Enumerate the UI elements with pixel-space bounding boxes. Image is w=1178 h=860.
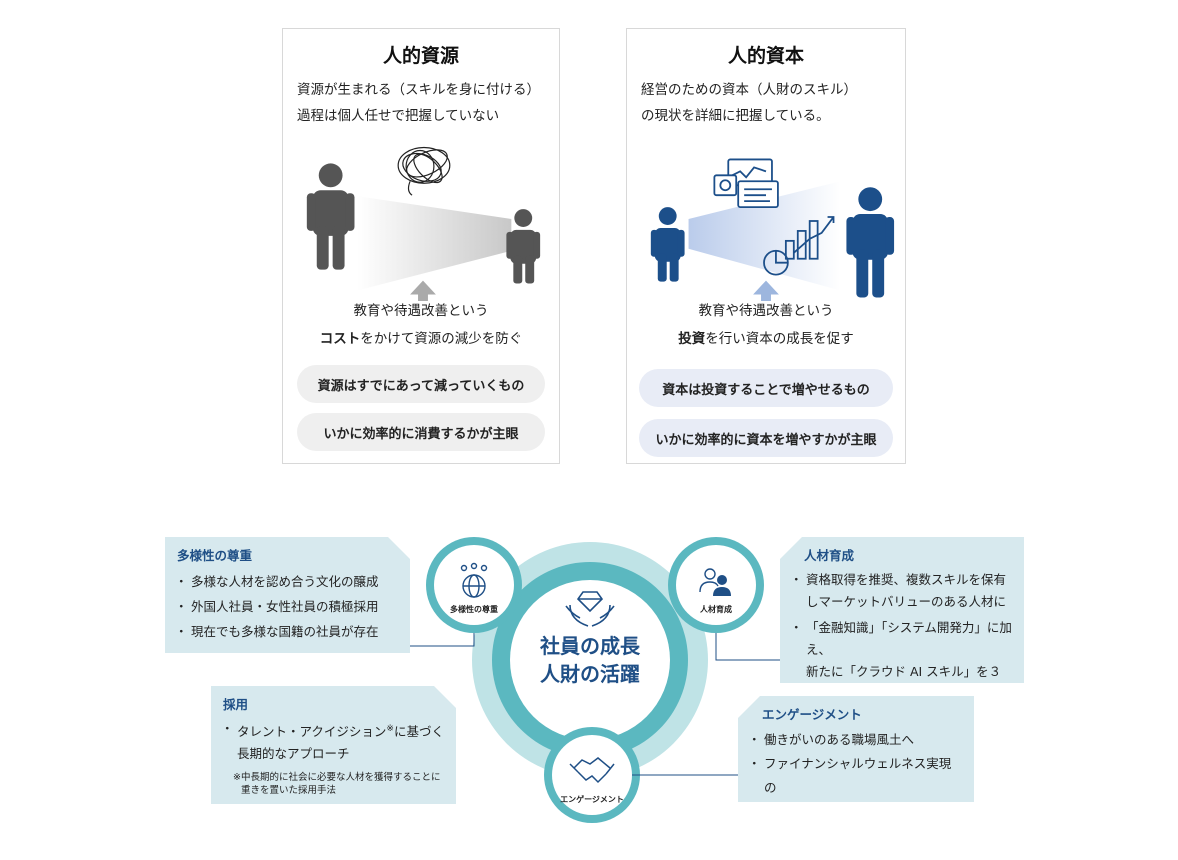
pill-statement: いかに効率的に消費するかが主眼 <box>297 413 545 451</box>
item-text: しマーケットバリューのある人材に <box>806 594 1007 609</box>
center-line: 人財の活躍 <box>540 662 640 686</box>
item-text: タレント・アクイジション <box>237 724 387 740</box>
item-text: 資格取得を推奨、複数スキルを保有 <box>806 572 1007 587</box>
box-title: 多様性の尊重 <box>177 548 253 563</box>
caption-line: 教育や待遇改善という <box>698 303 834 319</box>
pill-statement: 資源はすでにあって減っていくもの <box>297 365 545 403</box>
card-description: 経営のための資本（人財のスキル） の現状を詳細に把握している。 <box>641 77 897 129</box>
box-title: 人材育成 <box>804 548 855 563</box>
growth-chart-icon <box>763 216 835 276</box>
pill-statement: いかに効率的に資本を増やすかが主眼 <box>639 419 893 457</box>
resource-illustration <box>306 146 541 301</box>
human-capital-card: 人的資本 経営のための資本（人財のスキル） の現状を詳細に把握している。 <box>626 28 906 464</box>
inner-circle <box>510 580 670 740</box>
caption-line: コストをかけて資源の減少を防ぐ <box>283 325 559 353</box>
human-resource-card: 人的資源 資源が生まれる（スキルを身に付ける） 過程は個人任せで把握していない <box>282 28 560 464</box>
box-title: 採用 <box>223 697 249 712</box>
box-item: 「金融知識」「システム開発力」に加え、新たに「クラウド AI スキル」を３本柱に <box>790 617 1012 701</box>
caption-line: 教育や待遇改善という <box>353 303 489 319</box>
desc-line: 過程は個人任せで把握していない <box>297 108 500 124</box>
item-text: 「金融知識」「システム開発力」に加え、 <box>806 620 1012 657</box>
diamond-hands-icon <box>565 591 615 627</box>
caption-rest: を行い資本の成長を促す <box>705 331 854 347</box>
footnote-line: 重きを置いた採用手法 <box>241 785 337 797</box>
person-small-icon <box>650 207 685 282</box>
pill-statement: 資本は投資することで増やせるもの <box>639 369 893 407</box>
center-label: 社員の成長 人財の活躍 <box>510 632 670 688</box>
center-line: 社員の成長 <box>540 634 640 658</box>
footnote-line: ※中長期的に社会に必要な人材を獲得することに <box>233 772 441 784</box>
up-arrow-icon <box>410 280 436 301</box>
person-small-icon <box>506 209 541 284</box>
card-title: 人的資本 <box>727 45 804 67</box>
connector-line <box>410 633 475 647</box>
desc-line: 資源が生まれる（スキルを身に付ける） <box>297 82 540 98</box>
caption-bold: 投資 <box>678 331 706 347</box>
box-item: 働きがいのある職場風土へ <box>748 728 962 752</box>
dashboard-icon <box>713 158 779 208</box>
diversity-circle-label: 多様性の尊重 <box>450 605 498 614</box>
item-text: 新たに「クラウド AI スキル」を３本 <box>806 664 1002 701</box>
caption-rest: をかけて資源の減少を防ぐ <box>360 331 523 347</box>
box-title: エンゲージメント <box>762 707 862 722</box>
card-title: 人的資源 <box>382 45 459 67</box>
engagement-box: エンゲージメント 働きがいのある職場風土へ ファイナンシャルウェルネス実現のため… <box>738 696 974 802</box>
box-item: 現在でも多様な国籍の社員が存在 <box>177 619 398 644</box>
talent-circle-label: 人材育成 <box>700 605 732 614</box>
footnote: ※中長期的に社会に必要な人材を獲得することに 重きを置いた採用手法 <box>223 771 444 797</box>
item-text: に基づく <box>393 724 444 740</box>
up-arrow-icon <box>753 280 779 301</box>
sub-circle-engagement <box>552 735 632 815</box>
desc-line: 経営のための資本（人財のスキル） <box>641 82 857 98</box>
caption: 教育や待遇改善という コストをかけて資源の減少を防ぐ <box>283 297 559 353</box>
handshake-icon <box>569 757 615 784</box>
sub-circle-talent <box>676 545 756 625</box>
sub-circle-diversity <box>434 545 514 625</box>
diversity-box: 多様性の尊重 多様な人材を認め合う文化の醸成 外国人社員・女性社員の積極採用 現… <box>165 537 410 653</box>
note-mark: ※ <box>386 724 394 734</box>
desc-line: の現状を詳細に把握している。 <box>641 108 830 124</box>
capital-illustration <box>650 158 895 301</box>
tangled-scribble-icon <box>397 146 451 196</box>
item-text: 長期的なアプローチ <box>237 746 350 762</box>
caption: 教育や待遇改善という 投資を行い資本の成長を促す <box>627 297 905 353</box>
connector-line <box>715 633 780 661</box>
person-large-icon <box>846 187 895 298</box>
box-item: 多様な人材を認め合う文化の醸成 <box>177 569 398 594</box>
person-large-icon <box>306 163 355 270</box>
engagement-circle-label: エンゲージメント <box>560 795 624 804</box>
card-description: 資源が生まれる（スキルを身に付ける） 過程は個人任せで把握していない <box>297 77 551 129</box>
people-icon <box>699 568 731 596</box>
caption-bold: コスト <box>319 331 361 347</box>
globe-people-icon <box>460 562 488 598</box>
caption-line: 投資を行い資本の成長を促す <box>627 325 905 353</box>
item-text: ファイナンシャルウェルネス実現の <box>764 756 952 795</box>
box-item: 外国人社員・女性社員の積極採用 <box>177 594 398 619</box>
